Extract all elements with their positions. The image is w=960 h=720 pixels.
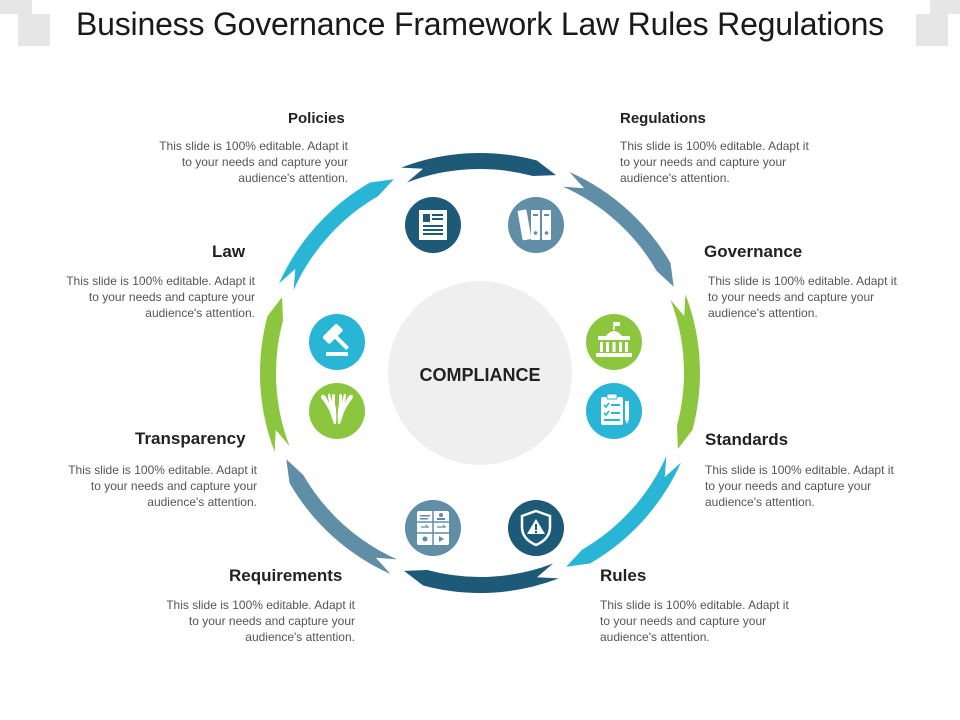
desc-policies: This slide is 100% editable. Adapt it to… (159, 139, 348, 185)
ring-segment-transparency (260, 297, 290, 452)
ring-segment-regulations (563, 172, 674, 287)
slide-title: Business Governance Framework Law Rules … (76, 6, 884, 42)
ring-segment-governance (670, 294, 700, 449)
corner-decoration-top-left-small (0, 0, 32, 14)
newspaper-icon (405, 197, 461, 253)
ring-segment-requirements (286, 459, 397, 574)
ring-segment-law (279, 179, 394, 290)
checklist-clipboard-icon (586, 383, 642, 439)
label-regulations: Regulations (620, 110, 706, 127)
label-transparency: Transparency (135, 429, 246, 448)
label-policies: Policies (288, 110, 345, 127)
desc-transparency: This slide is 100% editable. Adapt it to… (68, 463, 257, 509)
binders-icon (508, 197, 564, 253)
gavel-icon (309, 314, 365, 370)
label-rules: Rules (600, 566, 647, 585)
form-grid-icon (405, 500, 461, 556)
corner-decoration-top-right-small (930, 0, 960, 14)
center-label: COMPLIANCE (420, 365, 541, 385)
label-law: Law (212, 242, 246, 261)
government-building-icon (586, 314, 642, 370)
label-governance: Governance (704, 242, 803, 261)
desc-regulations: This slide is 100% editable. Adapt it to… (620, 139, 809, 185)
corner-decoration-top-right (916, 14, 948, 46)
desc-requirements: This slide is 100% editable. Adapt it to… (166, 598, 355, 644)
warning-shield-icon (508, 500, 564, 556)
cycle-ring (260, 153, 700, 593)
open-hands-icon (309, 383, 365, 439)
desc-rules: This slide is 100% editable. Adapt it to… (600, 598, 789, 644)
desc-standards: This slide is 100% editable. Adapt it to… (705, 463, 894, 509)
ring-segment-rules (404, 563, 559, 593)
ring-segment-policies (401, 153, 556, 183)
desc-law: This slide is 100% editable. Adapt it to… (66, 274, 255, 320)
ring-segment-standards (566, 456, 681, 567)
desc-governance: This slide is 100% editable. Adapt it to… (708, 274, 897, 320)
center-circle (388, 281, 572, 465)
corner-decoration-top-left (18, 14, 50, 46)
label-standards: Standards (705, 430, 789, 449)
label-requirements: Requirements (229, 566, 343, 585)
